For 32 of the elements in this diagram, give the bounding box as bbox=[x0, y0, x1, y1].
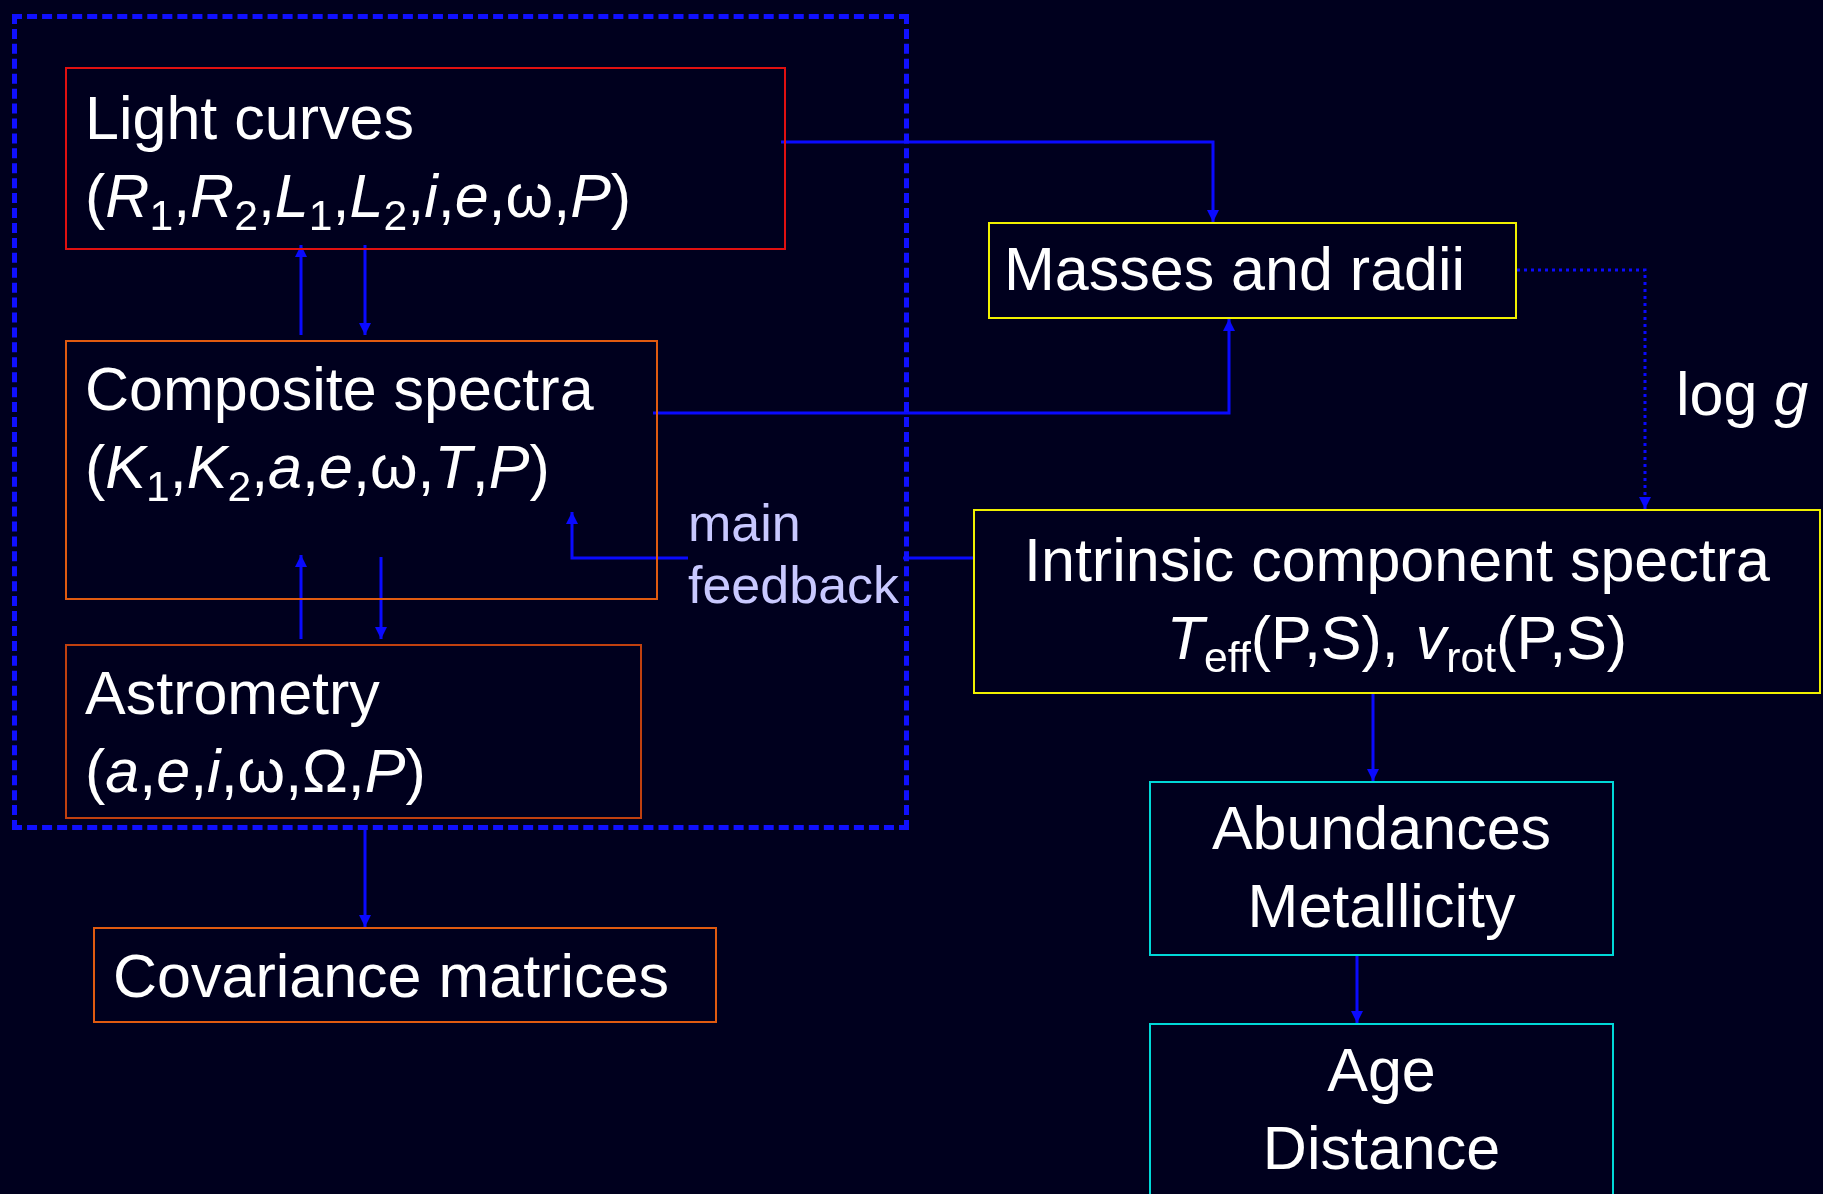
process-box bbox=[1149, 1023, 1614, 1194]
box-title: Masses and radii bbox=[1004, 234, 1467, 305]
process-box bbox=[988, 222, 1517, 319]
arrow bbox=[653, 319, 1235, 415]
arrow bbox=[295, 245, 307, 335]
box-title: Intrinsic component spectra bbox=[1023, 525, 1771, 596]
arrow bbox=[295, 555, 307, 639]
box-text: T$_{eff}$(P,S), v$_{rot}$(P,S) bbox=[1165, 603, 1629, 678]
arrow bbox=[1517, 268, 1651, 509]
box-text: (a,e,i,ω,Ω,P) bbox=[85, 736, 427, 808]
process-box bbox=[65, 67, 786, 250]
arrow bbox=[375, 557, 387, 639]
process-box bbox=[65, 644, 642, 819]
box-title: Abundances bbox=[1210, 793, 1553, 864]
process-box bbox=[1149, 781, 1614, 956]
arrow bbox=[1351, 956, 1363, 1023]
process-box bbox=[65, 340, 658, 600]
box-title: Composite spectra bbox=[85, 354, 595, 425]
box-text: Distance bbox=[1261, 1113, 1502, 1185]
arrow bbox=[1367, 694, 1379, 781]
arrow bbox=[359, 830, 371, 927]
arrow bbox=[359, 245, 371, 335]
process-box bbox=[973, 509, 1821, 694]
process-box bbox=[93, 927, 717, 1023]
box-title: Age bbox=[1326, 1035, 1437, 1106]
box-title: Covariance matrices bbox=[113, 941, 670, 1012]
box-text: (R$_{1}$,R$_{2}$,L$_{1}$,L$_{2}$,i,e,ω,P) bbox=[85, 161, 633, 236]
box-text: Metallicity bbox=[1246, 871, 1517, 943]
box-text: (K$_{1}$,K$_{2}$,a,e,ω,T,P) bbox=[85, 432, 551, 507]
arrow bbox=[781, 140, 1219, 222]
box-title: Astrometry bbox=[85, 658, 381, 729]
box-title: Light curves bbox=[85, 83, 415, 154]
